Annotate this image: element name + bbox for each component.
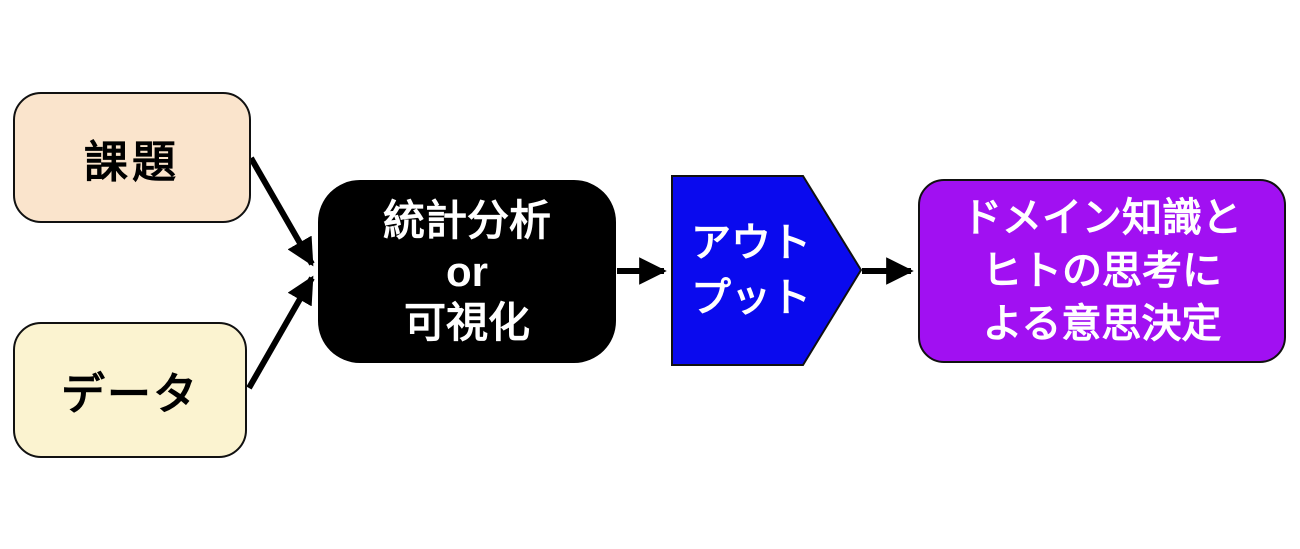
node-data: データ: [13, 322, 247, 458]
node-decision: ドメイン知識と ヒトの思考に よる意思決定: [918, 179, 1286, 363]
node-issue-label: 課題: [84, 137, 180, 187]
node-decision-line-2: ヒトの思考に: [982, 248, 1222, 293]
node-issue: 課題: [13, 92, 251, 223]
node-output: アウト プット: [672, 176, 830, 365]
node-process-line-1: 統計分析: [382, 197, 551, 244]
arrow-issue-to-process: [248, 156, 315, 267]
arrow-data-to-process: [246, 275, 315, 390]
node-decision-line-3: よる意思決定: [982, 301, 1222, 346]
node-data-label: データ: [61, 370, 199, 419]
node-process: 統計分析 or 可視化: [318, 180, 616, 363]
node-output-line-2: プット: [691, 275, 811, 320]
node-output-line-1: アウト: [691, 220, 811, 265]
node-decision-line-1: ドメイン知識と: [962, 195, 1242, 240]
node-process-line-2: or: [446, 248, 488, 295]
node-process-line-3: 可視化: [403, 299, 530, 346]
